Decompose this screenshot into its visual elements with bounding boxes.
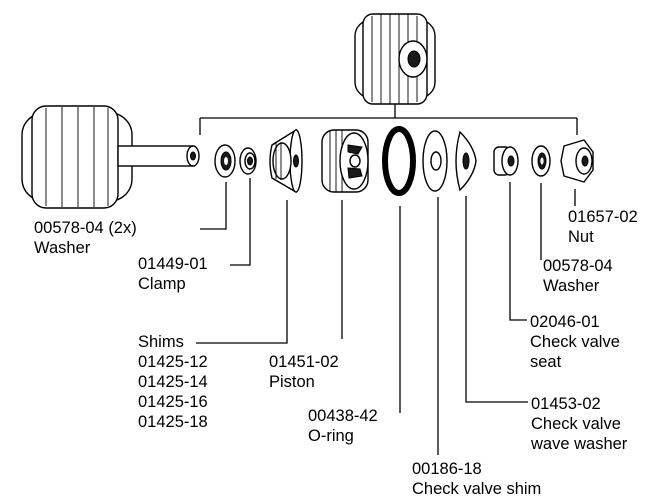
callout-nut-description: Nut	[568, 228, 594, 246]
clamp-part	[239, 147, 257, 175]
callout-piston-description: Piston	[269, 373, 315, 391]
callout-o-ring-description: O-ring	[308, 427, 354, 445]
callout-washer: 00578-04 Washer	[543, 256, 613, 296]
nut-part	[560, 139, 594, 183]
callout-valve-seat-description-line2: seat	[530, 353, 562, 371]
callout-shims-part-number-18: 01425-18	[138, 413, 208, 431]
callout-valve-seat-part-number: 02046-01	[530, 313, 600, 331]
callout-washer-2x-part-number: 00578-04 (2x)	[34, 219, 137, 237]
explosion-bracket	[199, 104, 578, 135]
callout-piston-part-number: 01451-02	[269, 353, 339, 371]
callout-wave-washer-part-number: 01453-02	[531, 395, 601, 413]
callout-check-valve-shim-part-number: 00186-18	[412, 460, 482, 478]
callout-clamp: 01449-01 Clamp	[138, 254, 208, 294]
callout-check-valve-shim-description: Check valve shim	[412, 480, 542, 498]
callout-shims-part-number-14: 01425-14	[138, 373, 208, 391]
callout-shims-part-number-12: 01425-12	[138, 353, 208, 371]
callout-nut: 01657-02 Nut	[568, 207, 638, 247]
callout-o-ring: 00438-42 O-ring	[308, 406, 378, 446]
o-ring-part	[382, 126, 416, 196]
callout-clamp-description: Clamp	[138, 275, 186, 293]
washer-part	[531, 145, 551, 177]
callout-wave-washer: 01453-02 Check valve wave washer	[531, 394, 627, 454]
check-valve-shim-part	[422, 130, 448, 192]
callout-washer-description: Washer	[543, 277, 600, 295]
callout-washer-2x: 00578-04 (2x) Washer	[34, 218, 137, 258]
callout-valve-seat-description-line1: Check valve	[530, 333, 620, 351]
leader-lines	[196, 178, 576, 455]
wave-washer-part	[455, 130, 477, 192]
piston-part	[321, 129, 369, 193]
callout-washer-2x-description: Washer	[34, 239, 91, 257]
valve-housing-illustration	[21, 105, 200, 209]
callout-check-valve-shim: 00186-18 Check valve shim	[412, 459, 541, 499]
shims-part	[269, 128, 303, 194]
assembled-valve-illustration	[354, 13, 436, 105]
callout-clamp-part-number: 01449-01	[138, 255, 208, 273]
callout-piston: 01451-02 Piston	[269, 352, 339, 392]
callout-nut-part-number: 01657-02	[568, 208, 638, 226]
washer-2x-part	[214, 144, 236, 178]
valve-seat-part	[493, 146, 519, 176]
callout-shims-title: Shims	[138, 333, 184, 351]
callout-wave-washer-description-line2: wave washer	[531, 435, 628, 453]
callout-washer-part-number: 00578-04	[543, 257, 613, 275]
callout-shims-part-number-16: 01425-16	[138, 393, 208, 411]
callout-o-ring-part-number: 00438-42	[308, 407, 378, 425]
callout-shims: Shims 01425-12 01425-14 01425-16 01425-1…	[138, 332, 208, 432]
callout-valve-seat: 02046-01 Check valve seat	[530, 312, 620, 372]
callout-wave-washer-description-line1: Check valve	[531, 415, 621, 433]
